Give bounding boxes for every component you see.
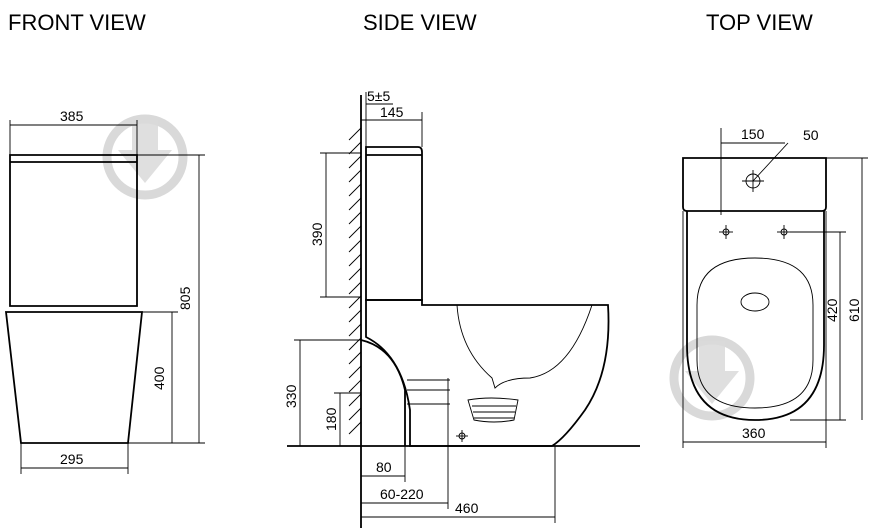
- side-dim-180: 180: [323, 407, 339, 431]
- front-dim-385: 385: [60, 108, 84, 124]
- top-view-title: TOP VIEW: [706, 10, 813, 35]
- front-dim-295: 295: [60, 451, 84, 467]
- drop-logo-icon: [669, 335, 755, 421]
- side-view-title: SIDE VIEW: [363, 10, 477, 35]
- top-dim-610: 610: [846, 298, 862, 322]
- side-dim-80: 80: [376, 459, 392, 475]
- top-dim-420: 420: [824, 298, 840, 322]
- side-dim-5pm5: 5±5: [367, 88, 390, 104]
- front-view-title: FRONT VIEW: [8, 10, 146, 35]
- front-dim-805: 805: [177, 286, 193, 310]
- top-dim-50: 50: [803, 127, 819, 143]
- drop-logo-icon: [102, 114, 188, 200]
- side-view: 5±5 145 390 330 180 80 60-220 460: [283, 88, 640, 528]
- side-dim-460: 460: [455, 500, 479, 516]
- side-dim-145: 145: [380, 104, 404, 120]
- front-dim-400: 400: [151, 366, 167, 390]
- top-dim-150: 150: [741, 126, 765, 142]
- top-dim-360: 360: [742, 425, 766, 441]
- side-dim-390: 390: [309, 222, 325, 246]
- top-view: 150 50 420 610 360: [682, 126, 868, 448]
- side-dim-330: 330: [283, 384, 299, 408]
- front-view: 385 805 400 295: [4, 108, 205, 474]
- side-dim-60-220: 60-220: [380, 486, 424, 502]
